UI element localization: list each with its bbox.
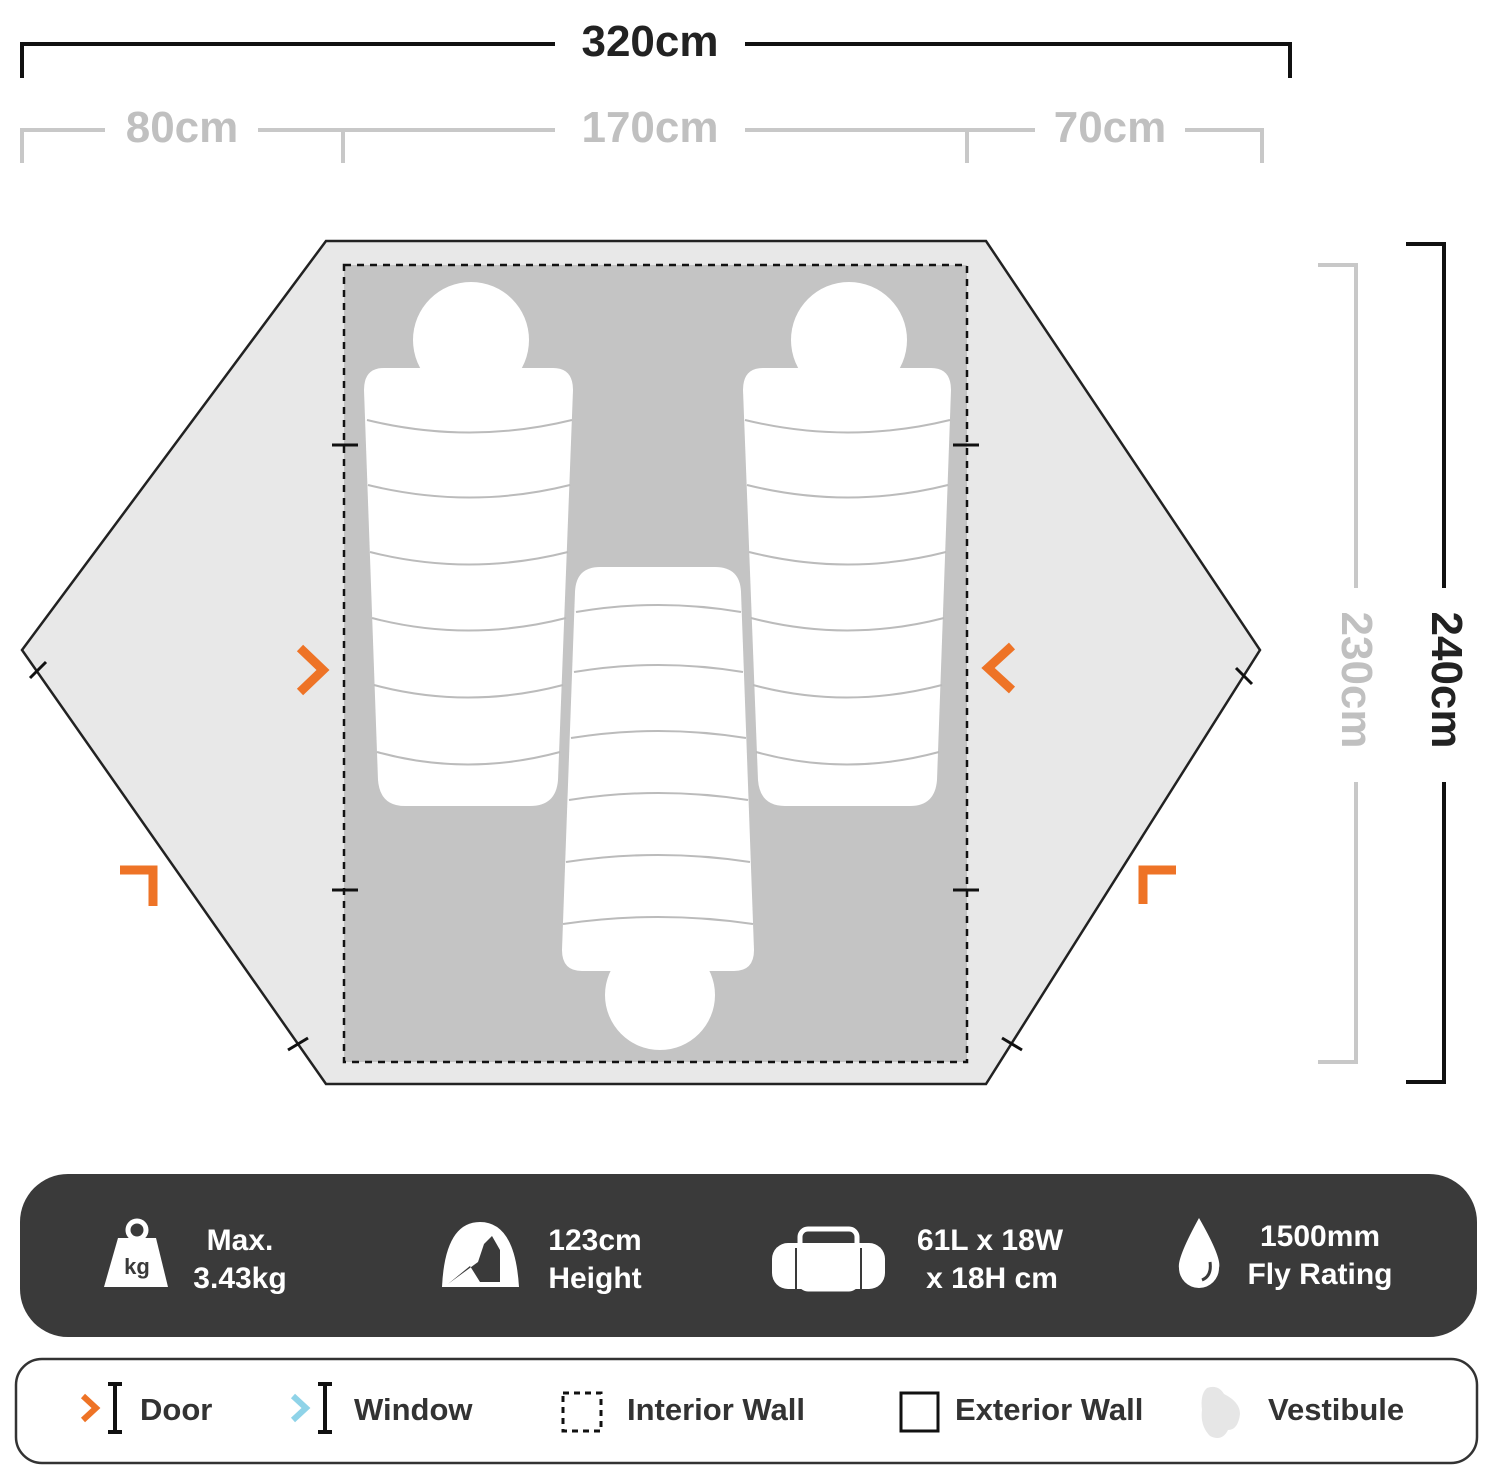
vestibule-door-icon-left [120,865,158,906]
door-icon [80,1382,122,1434]
legend-window-label: Window [354,1392,473,1427]
svg-text:kg: kg [124,1254,150,1279]
segment-dimensions [20,128,1264,163]
weight-value: 3.43kg [193,1262,286,1295]
legend-interior-wall-label: Interior Wall [627,1392,805,1427]
total-width-label: 320cm [581,17,718,66]
legend-door-label: Door [140,1392,212,1427]
door-icon-left [296,644,330,696]
legend [14,1357,1479,1465]
window-icon [290,1382,332,1434]
interior-wall-icon [561,1391,603,1433]
vestibule-icon [1201,1386,1240,1438]
outer-depth-dimension [1406,242,1446,1084]
pole-ticks [28,443,1254,1052]
vestibule-door-icon-right [1138,865,1176,904]
weight-kg-icon: kg [104,1218,168,1287]
height-value: 123cm [548,1224,641,1257]
legend-vestibule-label: Vestibule [1268,1392,1404,1427]
sleeping-bag-left [364,282,573,806]
exterior-wall-icon [899,1391,940,1433]
weight-label: Max. [207,1224,274,1257]
legend-exterior-wall-label: Exterior Wall [955,1392,1143,1427]
sleeping-bag-middle [562,567,754,1050]
sleeping-bag-right [743,282,951,806]
water-drop-icon [1178,1218,1220,1288]
total-width-dimension: 320cm [20,17,1292,78]
segment-label-80: 80cm [126,103,239,152]
outer-depth-label: 240cm [1422,611,1471,748]
packed-size-line2: x 18H cm [926,1262,1058,1295]
fly-rating-value: 1500mm [1260,1220,1380,1253]
spec-bar [20,1174,1477,1337]
seated-person-height-icon [442,1222,519,1287]
inner-depth-dimension [1318,263,1358,1064]
duffel-bag-icon [772,1226,885,1292]
door-icon-right [981,642,1016,694]
fly-rating-label: Fly Rating [1247,1258,1392,1291]
segment-label-170: 170cm [581,103,718,152]
height-label: Height [548,1262,641,1295]
segment-label-70: 70cm [1054,103,1167,152]
packed-size-line1: 61L x 18W [917,1224,1064,1257]
door-markers [120,642,1176,906]
inner-depth-label: 230cm [1332,611,1381,748]
